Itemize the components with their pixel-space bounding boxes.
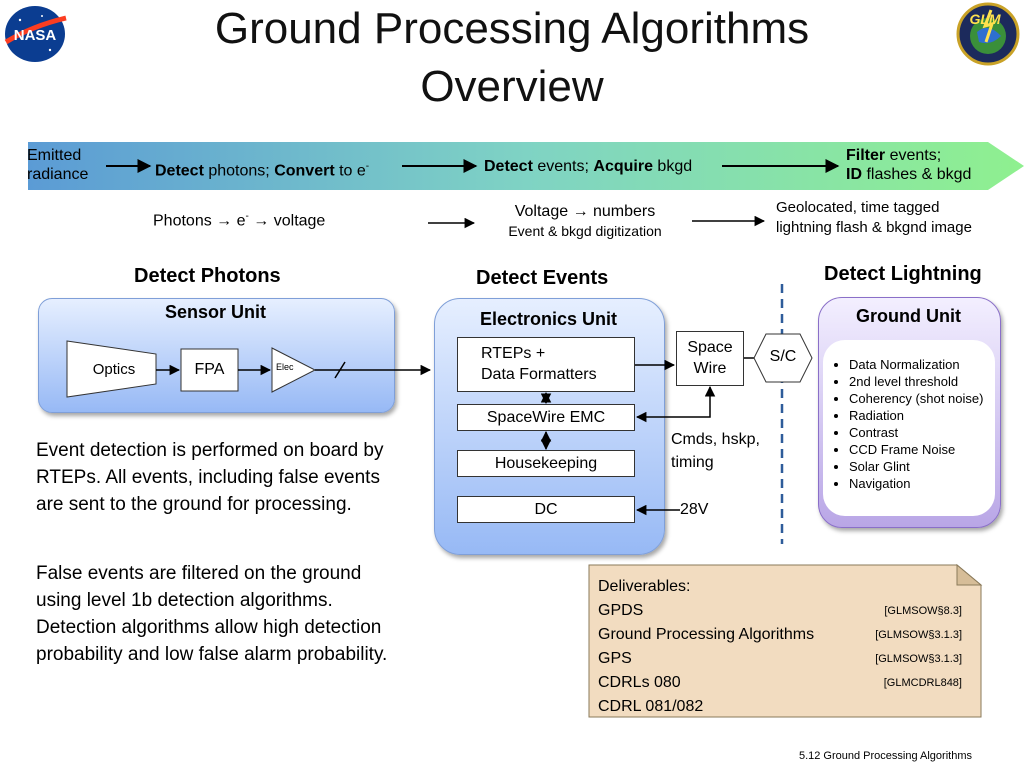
subflow-item1-b: → voltage (248, 212, 326, 230)
optics-label: Optics (92, 361, 136, 378)
ground-item-2nd-level-threshold: 2nd level threshold (849, 373, 989, 390)
deliverable-name: GPDS (598, 602, 644, 619)
deliverable-ref: [GLMCDRL848] (883, 677, 962, 689)
flow-step1-bold2: Convert (274, 162, 335, 180)
flow-step2-bold1: Detect (484, 158, 533, 175)
ground-unit-list-area: Data Normalization 2nd level threshold C… (823, 340, 995, 516)
deliverable-name: CDRLs 080 (598, 674, 681, 691)
electronics-unit-title: Electronics Unit (479, 309, 618, 329)
deliverable-name: CDRL 081/082 (598, 698, 704, 715)
flow-step2-text1: events; (532, 158, 594, 175)
body-paragraph-1: Event detection is performed on board by… (36, 440, 384, 515)
ground-item-solar-glint: Solar Glint (849, 458, 989, 475)
flow-step1-bold1: Detect (155, 162, 204, 180)
nasa-logo: NASA (4, 6, 67, 62)
flow-step3-bold2: ID (846, 166, 862, 183)
deliverables-note-shape (588, 563, 983, 718)
ground-item-ccd-frame-noise: CCD Frame Noise (849, 441, 989, 458)
subflow-item2-line1: Voltage → numbers (514, 203, 656, 220)
glm-logo: GLM (956, 2, 1020, 66)
spacewire-to-emc-arrow (635, 385, 716, 423)
ground-unit-title: Ground Unit (856, 306, 961, 326)
slide-footer: 5.12 Ground Processing Algorithms (798, 750, 972, 762)
flow-step3-text2: flashes & bkgd (862, 166, 972, 183)
cmds-label-line1: Cmds, hskp, (671, 431, 760, 448)
subflow-voltage-numbers: Voltage → numbers Event & bkgd digitizat… (490, 202, 680, 240)
subflow-item3-line1: Geolocated, time tagged (776, 199, 940, 216)
rteps-line2: Data Formatters (481, 366, 597, 383)
cmds-hskp-timing-label: Cmds, hskp, timing (671, 428, 760, 474)
bus-slash (334, 361, 346, 379)
space-wire-line2: Wire (693, 360, 727, 377)
fpa-label: FPA (194, 361, 225, 378)
deliverable-name: GPS (598, 650, 632, 667)
flow-step1-sup: - (365, 161, 370, 172)
ground-item-radiation: Radiation (849, 407, 989, 424)
sc-label: S/C (769, 348, 797, 365)
subflow-geolocated: Geolocated, time tagged lightning flash … (776, 198, 972, 238)
deliverables-content: Deliverables: GPDS [GLMSOW§8.3] Ground P… (598, 575, 962, 719)
elec-label: Elec (276, 362, 294, 372)
subflow-item1-sup: - (245, 211, 249, 222)
subflow-photons-voltage: Photons → e- → voltage (153, 207, 325, 231)
flow-step-detect-photons: Detect photons; Convert to e- (155, 157, 369, 180)
flow-step1-text1: photons; (203, 162, 275, 180)
slide-title-line1: Ground Processing Algorithms (214, 4, 810, 53)
section-detect-photons: Detect Photons (134, 265, 281, 287)
slide-title: Ground Processing Algorithms Overview (0, 0, 1024, 116)
subflow-item1-a: Photons → e (153, 212, 246, 230)
flow-step-filter-events: Filter events; ID flashes & bkgd (846, 146, 971, 184)
body-paragraph-2: False events are filtered on the ground … (36, 563, 388, 665)
space-wire-box: Space Wire (676, 331, 744, 386)
nasa-logo-text: NASA (14, 27, 57, 44)
rteps-line1: RTEPs + (481, 345, 546, 362)
flow-start-line1: Emitted (27, 147, 82, 164)
deliverable-row: GPDS [GLMSOW§8.3] (598, 599, 962, 623)
sensor-unit-title: Sensor Unit (164, 302, 266, 322)
glm-logo-text: GLM (969, 11, 1000, 27)
rteps-box: RTEPs + Data Formatters (457, 337, 635, 392)
flow-step-detect-events: Detect events; Acquire bkgd (484, 157, 692, 176)
power-28v-label: 28V (680, 501, 709, 518)
deliverable-row: GPS [GLMSOW§3.1.3] (598, 647, 962, 671)
dc-box: DC (457, 496, 635, 523)
flow-step3-bold1: Filter (846, 147, 886, 164)
ground-item-data-normalization: Data Normalization (849, 356, 989, 373)
slide-title-line2: Overview (420, 62, 604, 111)
deliverable-row: CDRLs 080 [GLMCDRL848] (598, 671, 962, 695)
space-wire-line1: Space (687, 339, 733, 356)
housekeeping-box: Housekeeping (457, 450, 635, 477)
spacewire-emc-box: SpaceWire EMC (457, 404, 635, 431)
ground-item-navigation: Navigation (849, 475, 989, 492)
section-detect-lightning: Detect Lightning (824, 263, 982, 285)
subflow-item3-line2: lightning flash & bkgnd image (776, 219, 972, 236)
section-detect-events: Detect Events (476, 267, 609, 289)
deliverable-ref: [GLMSOW§3.1.3] (875, 629, 962, 641)
flow-step3-text1: events; (885, 147, 942, 164)
flow-start: Emitted radiance (27, 146, 88, 184)
deliverables-heading: Deliverables: (598, 578, 691, 595)
deliverable-row: CDRL 081/082 (598, 695, 962, 719)
deliverable-row: Ground Processing Algorithms [GLMSOW§3.1… (598, 623, 962, 647)
deliverable-name: Ground Processing Algorithms (598, 626, 815, 643)
ground-item-contrast: Contrast (849, 424, 989, 441)
ground-unit-list: Data Normalization 2nd level threshold C… (827, 356, 989, 492)
elec-triangle (271, 347, 317, 393)
sc-hexagon (753, 333, 813, 383)
flow-step1-text2: to e (334, 162, 366, 180)
flow-step2-text2: bkgd (652, 158, 693, 175)
flow-start-line2: radiance (27, 166, 89, 183)
optics-shape (66, 340, 157, 398)
cmds-label-line2: timing (671, 454, 714, 471)
flow-banner-arrow (28, 142, 1024, 190)
deliverable-ref: [GLMSOW§3.1.3] (875, 653, 962, 665)
ground-item-coherency: Coherency (shot noise) (849, 390, 989, 407)
flow-step2-bold2: Acquire (593, 158, 653, 175)
subflow-item2-line2: Event & bkgd digitization (508, 223, 662, 239)
deliverable-ref: [GLMSOW§8.3] (884, 605, 962, 617)
